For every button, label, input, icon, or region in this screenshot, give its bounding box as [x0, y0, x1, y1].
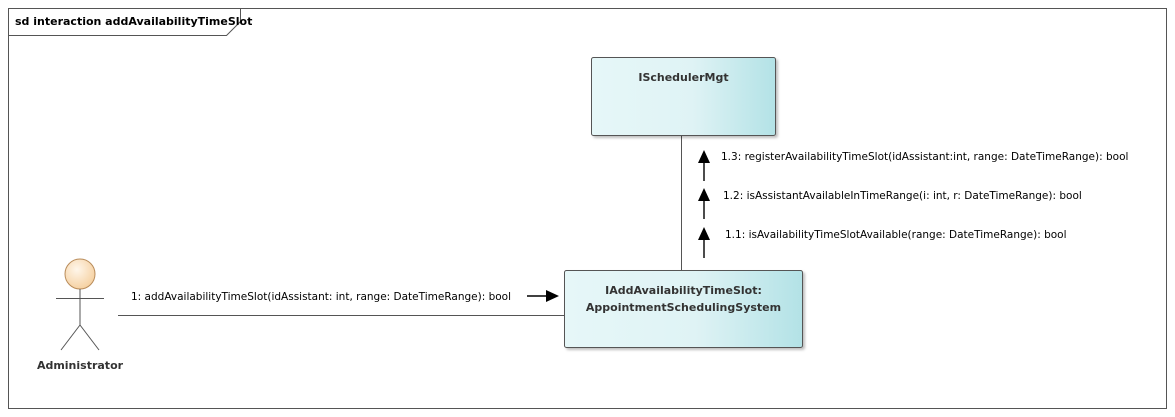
frame-title: sd interaction addAvailabilityTimeSlot [15, 15, 252, 28]
message-1-1-arrow-icon [698, 227, 710, 240]
interaction-frame [8, 8, 1167, 409]
message-1-2-label: 1.2: isAssistantAvailableInTimeRange(i: … [723, 190, 1082, 202]
add-availability-system-box[interactable] [564, 270, 803, 348]
add-availability-system-label-line2: AppointmentSchedulingSystem [586, 301, 781, 314]
scheduler-mgt-label: ISchedulerMgt [638, 71, 728, 84]
lifeline-scheduler-mgt[interactable]: ISchedulerMgt [591, 57, 776, 136]
scheduler-mgt-box[interactable] [591, 57, 776, 136]
message-1-label: 1: addAvailabilityTimeSlot(idAssistant: … [131, 291, 511, 303]
actor-administrator[interactable]: Administrator [37, 258, 124, 372]
actor-right-leg [79, 324, 100, 351]
actor-label: Administrator [37, 359, 124, 372]
message-1-1[interactable]: 1.1: isAvailabilityTimeSlotAvailable(ran… [698, 227, 1067, 258]
add-availability-system-label-line1: IAddAvailabilityTimeSlot: [605, 284, 762, 297]
actor-left-leg [60, 324, 81, 351]
frame-title-tab [8, 8, 241, 36]
message-1-2[interactable]: 1.2: isAssistantAvailableInTimeRange(i: … [698, 188, 1082, 219]
lifeline-add-availability-system[interactable]: IAddAvailabilityTimeSlot: AppointmentSch… [564, 270, 803, 348]
message-1[interactable]: 1: addAvailabilityTimeSlot(idAssistant: … [131, 290, 559, 303]
actor-head [64, 258, 96, 290]
message-1-3-arrow-icon [698, 150, 710, 163]
message-1-1-label: 1.1: isAvailabilityTimeSlotAvailable(ran… [725, 229, 1067, 241]
message-1-3-label: 1.3: registerAvailabilityTimeSlot(idAssi… [721, 151, 1128, 163]
message-1-3[interactable]: 1.3: registerAvailabilityTimeSlot(idAssi… [698, 150, 1128, 181]
message-1-2-arrow-icon [698, 188, 710, 201]
message-1-arrow-icon [546, 290, 559, 302]
